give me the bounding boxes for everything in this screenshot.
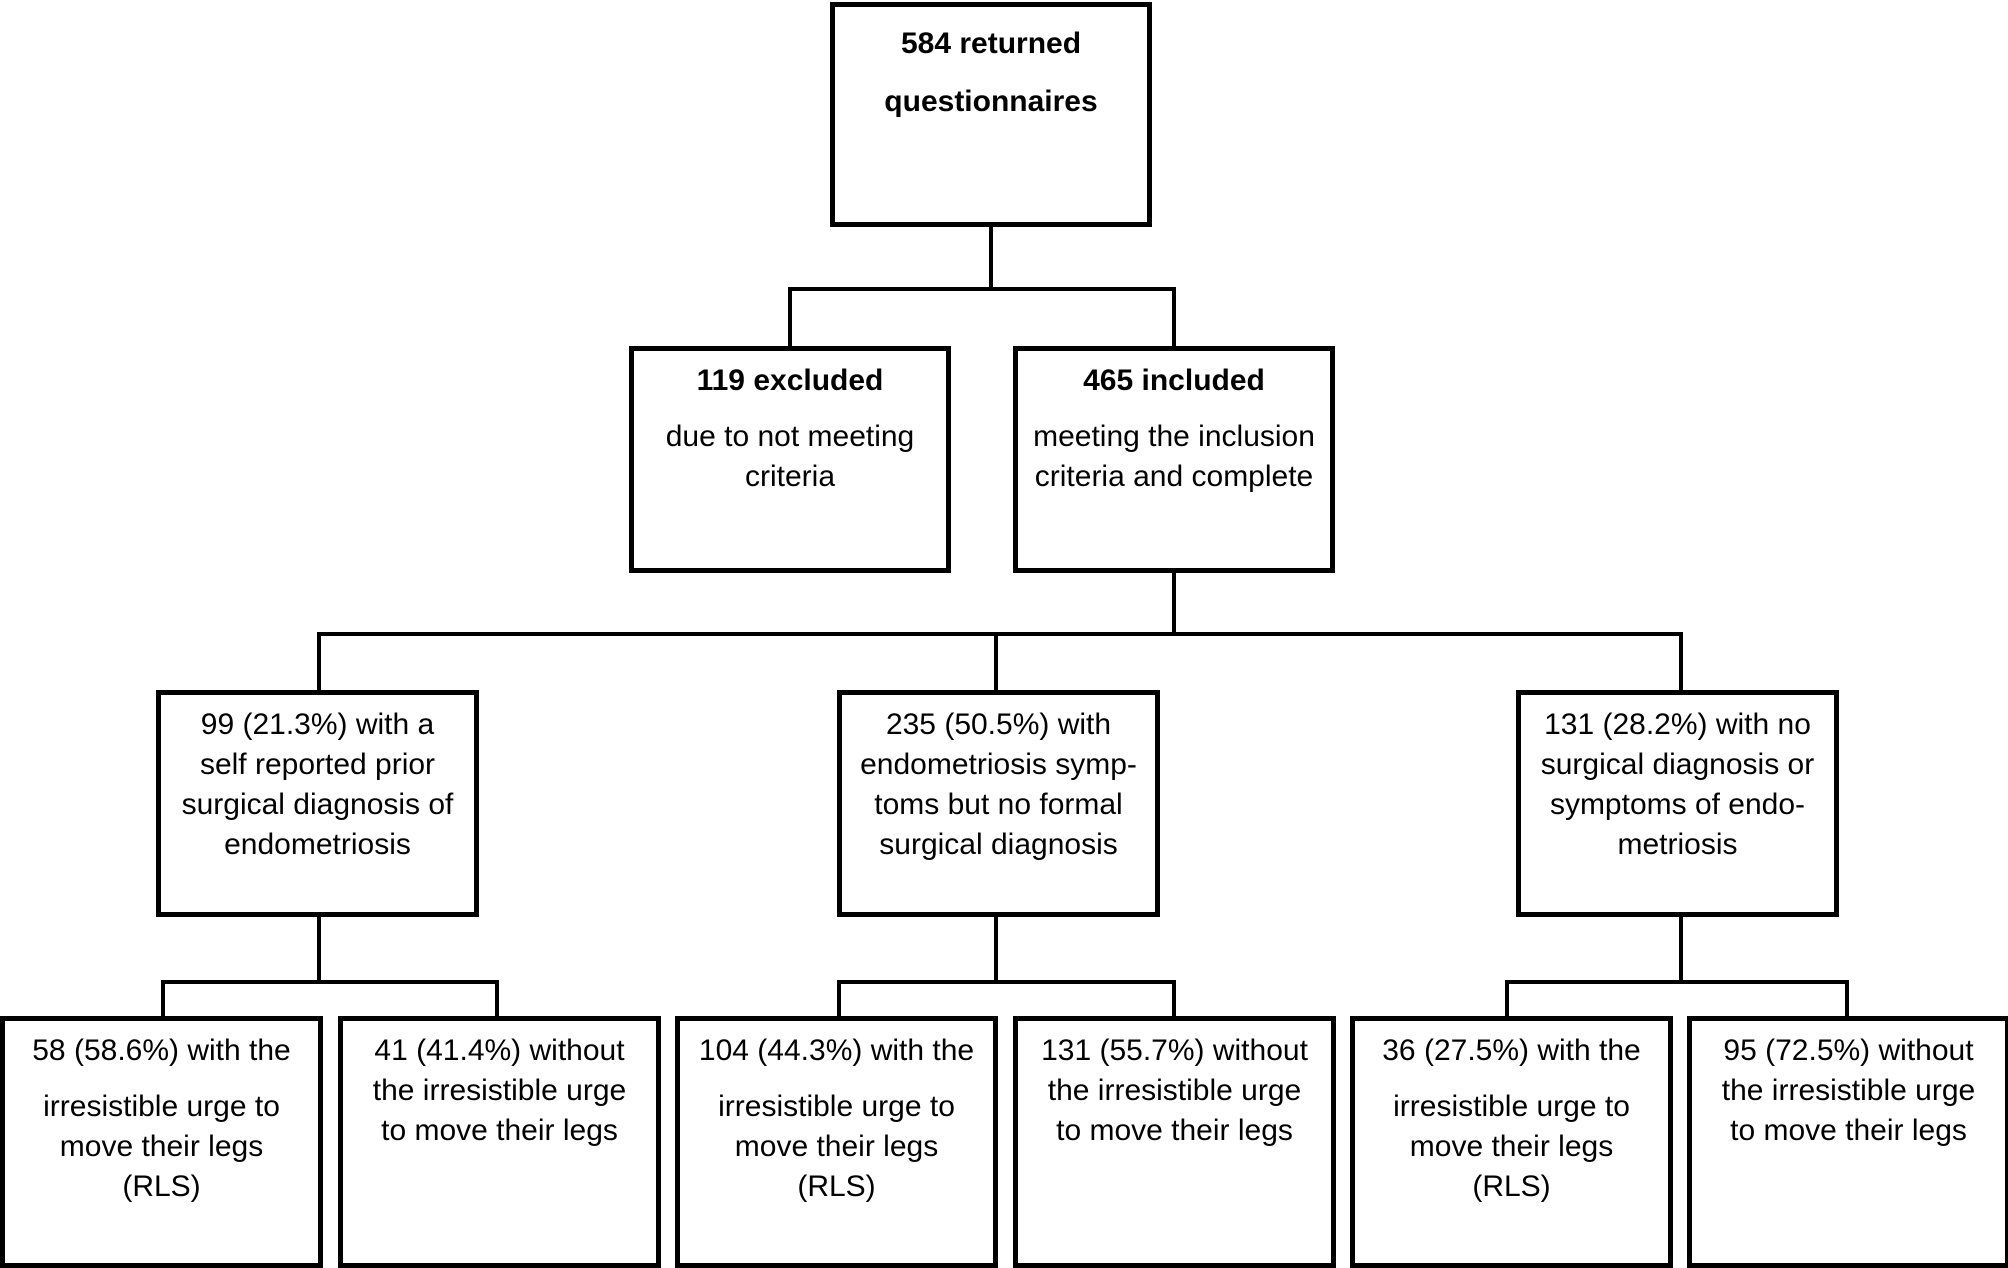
box-text: criteria — [744, 460, 835, 493]
outcome-box-no-rls: 41 (41.4%) without the irresistible urge… — [338, 1016, 661, 1268]
box-text: surgical diagnosis — [879, 828, 1118, 861]
box-text: surgical diagnosis of — [181, 788, 454, 821]
box-text: 131 (55.7%) without — [1041, 1034, 1308, 1067]
box-text: criteria and complete — [1034, 460, 1314, 493]
box-text: to move their legs — [1056, 1114, 1293, 1147]
box-text: toms but no formal — [874, 788, 1123, 821]
excluded-box: 119 excluded due to not meeting criteria — [629, 346, 951, 573]
box-text: (RLS) — [797, 1170, 876, 1203]
box-text: to move their legs — [381, 1114, 618, 1147]
outcome-box-rls: 58 (58.6%) with the irresistible urge to… — [0, 1016, 323, 1268]
box-text: move their legs — [1409, 1130, 1614, 1163]
box-text: 131 (28.2%) with no — [1544, 708, 1811, 741]
box-text: due to not meeting — [665, 420, 915, 453]
box-text: (RLS) — [122, 1170, 201, 1203]
box-text: 95 (72.5%) without — [1723, 1034, 1974, 1067]
outcome-box-rls: 36 (27.5%) with the irresistible urge to… — [1350, 1016, 1673, 1268]
box-text: endometriosis — [224, 828, 411, 861]
box-text: irresistible urge to — [43, 1090, 280, 1123]
box-text: the irresistible urge — [372, 1074, 627, 1107]
box-text: the irresistible urge — [1047, 1074, 1302, 1107]
box-text: meeting the inclusion — [1033, 420, 1315, 453]
box-text: move their legs — [59, 1130, 264, 1163]
box-title: 119 excluded — [696, 364, 884, 397]
surgical-diagnosis-group-box: 99 (21.3%) with a self reported prior su… — [156, 690, 479, 917]
box-text: questionnaires — [884, 85, 1098, 118]
box-text: irresistible urge to — [718, 1090, 955, 1123]
box-text: 58 (58.6%) with the — [32, 1034, 291, 1067]
box-text: irresistible urge to — [1393, 1090, 1630, 1123]
included-box: 465 included meeting the inclusion crite… — [1013, 346, 1335, 573]
box-text: metriosis — [1617, 828, 1738, 861]
symptoms-group-box: 235 (50.5%) with endometriosis symp- tom… — [837, 690, 1160, 917]
box-text: the irresistible urge — [1721, 1074, 1976, 1107]
box-text: 104 (44.3%) with the — [698, 1034, 975, 1067]
outcome-box-no-rls: 95 (72.5%) without the irresistible urge… — [1687, 1016, 2008, 1268]
returned-questionnaires-box: 584 returned questionnaires — [830, 2, 1152, 227]
outcome-box-no-rls: 131 (55.7%) without the irresistible urg… — [1013, 1016, 1336, 1268]
box-text: (RLS) — [1472, 1170, 1551, 1203]
box-title: 465 included — [1083, 364, 1265, 397]
box-text: endometriosis symp- — [860, 748, 1137, 781]
outcome-box-rls: 104 (44.3%) with the irresistible urge t… — [675, 1016, 998, 1268]
box-text: self reported prior — [199, 748, 436, 781]
box-text: 235 (50.5%) with — [885, 708, 1112, 741]
no-diagnosis-group-box: 131 (28.2%) with no surgical diagnosis o… — [1516, 690, 1839, 917]
box-text: 36 (27.5%) with the — [1382, 1034, 1641, 1067]
box-text: to move their legs — [1730, 1114, 1967, 1147]
box-text: 41 (41.4%) without — [374, 1034, 625, 1067]
box-text: 584 returned — [900, 27, 1082, 60]
box-text: move their legs — [734, 1130, 939, 1163]
box-text: surgical diagnosis or — [1540, 748, 1815, 781]
box-text: 99 (21.3%) with a — [200, 708, 435, 741]
box-text: symptoms of endo- — [1549, 788, 1806, 821]
